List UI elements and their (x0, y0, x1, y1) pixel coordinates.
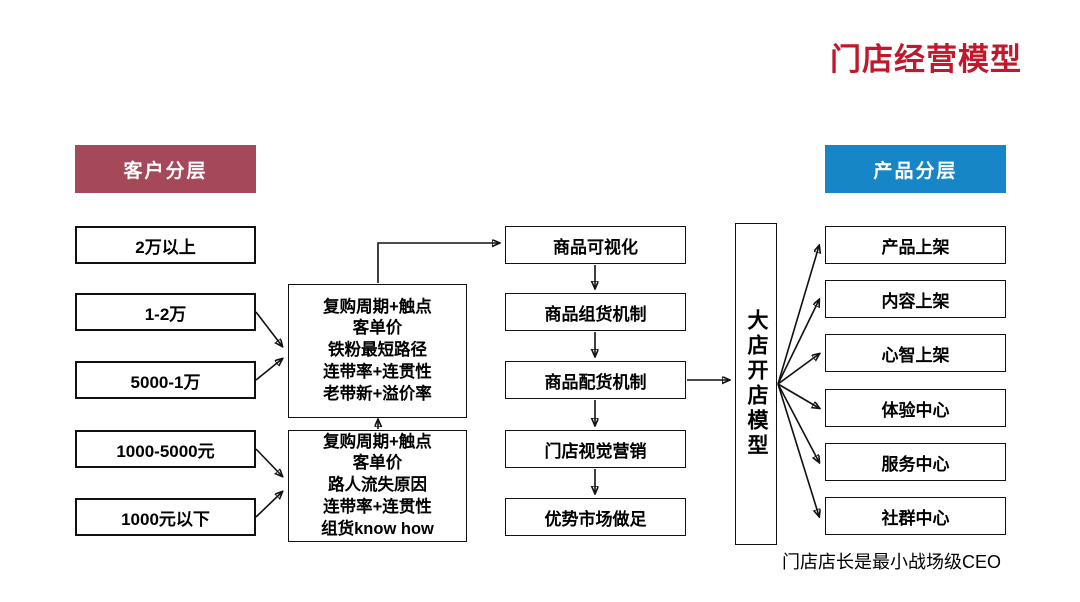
product-tier-box-3: 心智上架 (825, 334, 1006, 372)
strategy-line: 连带率+连贯性 (323, 497, 432, 516)
strategy-box-lower: 复购周期+触点 客单价 路人流失原因 连带率+连贯性 组货know how (288, 430, 467, 542)
merch-step-box-1: 商品可视化 (505, 226, 686, 264)
customer-tier-box-4: 1000-5000元 (75, 430, 256, 468)
strategy-line: 客单价 (352, 454, 403, 473)
strategy-line: 连带率+连贯性 (323, 362, 432, 381)
customer-tier-box-5: 1000元以下 (75, 498, 256, 536)
merch-step-box-3: 商品配货机制 (505, 361, 686, 399)
customer-tier-box-1: 2万以上 (75, 226, 256, 264)
product-tier-box-6: 社群中心 (825, 497, 1006, 535)
customer-tier-box-2: 1-2万 (75, 293, 256, 331)
customer-segment-header: 客户分层 (75, 145, 256, 193)
footnote-text: 门店店长是最小战场级CEO (782, 552, 1002, 572)
strategy-line: 复购周期+触点 (323, 297, 432, 316)
product-tier-box-5: 服务中心 (825, 443, 1006, 481)
merch-step-box-4: 门店视觉营销 (505, 430, 686, 468)
store-model-box: 大店开店模型 (735, 223, 777, 545)
product-tier-box-4: 体验中心 (825, 389, 1006, 427)
merch-step-box-2: 商品组货机制 (505, 293, 686, 331)
slide-title: 门店经营模型 (830, 42, 1022, 77)
strategy-line: 路人流失原因 (328, 476, 427, 495)
strategy-line: 老带新+溢价率 (323, 384, 432, 403)
strategy-line: 组货know how (321, 519, 434, 538)
strategy-line: 复购周期+触点 (323, 432, 432, 451)
merch-step-box-5: 优势市场做足 (505, 498, 686, 536)
customer-tier-box-3: 5000-1万 (75, 361, 256, 399)
strategy-line: 铁粉最短路径 (328, 341, 427, 360)
strategy-box-upper: 复购周期+触点 客单价 铁粉最短路径 连带率+连贯性 老带新+溢价率 (288, 284, 467, 418)
strategy-line: 客单价 (352, 319, 403, 338)
product-tier-box-1: 产品上架 (825, 226, 1006, 264)
product-tier-box-2: 内容上架 (825, 280, 1006, 318)
product-segment-header: 产品分层 (825, 145, 1006, 193)
